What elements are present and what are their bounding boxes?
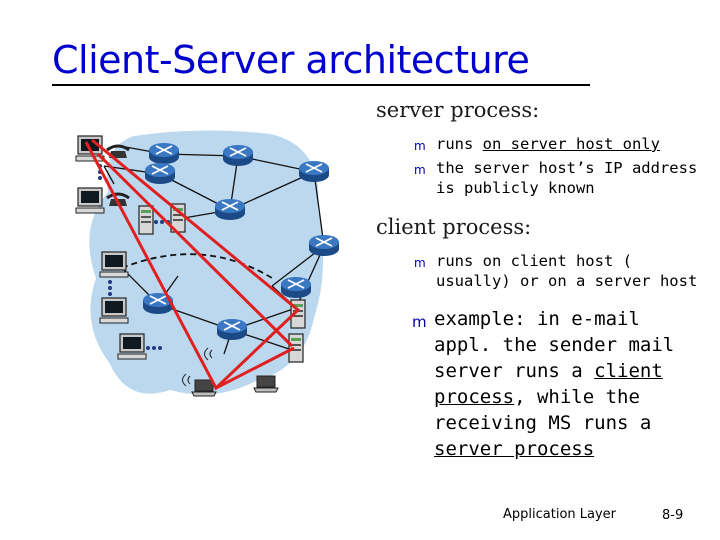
bullet-icon: m — [414, 139, 426, 153]
network-diagram — [75, 130, 340, 397]
desktop-computer-icon — [99, 251, 129, 278]
client-process-heading: client process: — [376, 215, 532, 239]
client-process-bullets: m runs on client host ( usually) or on a … — [410, 251, 700, 295]
bullet-icon: m — [412, 313, 427, 331]
horizontal-dots-icon — [146, 346, 162, 350]
router-icon — [144, 162, 176, 185]
page-number: 8-9 — [662, 508, 684, 523]
router-icon — [148, 142, 180, 165]
router-icon — [214, 198, 246, 221]
client-server-connections — [84, 138, 301, 391]
router-icon — [216, 318, 248, 341]
footer-label: Application Layer — [503, 507, 617, 522]
underlined-text: on server host only — [482, 135, 660, 153]
bullet-text: runs on client host ( usually) or on a s… — [436, 252, 698, 290]
desktop-computer-icon — [75, 187, 105, 214]
router-icon — [280, 276, 312, 299]
slide-title: Client-Server architecture — [52, 38, 530, 82]
server-process-heading: server process: — [376, 98, 540, 122]
bullet-icon: m — [414, 256, 426, 270]
router-icon — [308, 234, 340, 257]
bullet-item: m the server host’s IP address is publicl… — [410, 158, 700, 198]
bullet-text: , while the receiving MS runs a — [434, 386, 652, 434]
bullet-text: runs — [436, 135, 483, 153]
bullet-item: m example: in e-mail appl. the sender mai… — [408, 306, 698, 462]
vertical-dots-icon — [108, 280, 112, 296]
router-icon — [298, 160, 330, 183]
example-bullets: m example: in e-mail appl. the sender mai… — [408, 306, 698, 466]
desktop-computer-icon — [99, 297, 129, 324]
server-tower-icon — [138, 205, 154, 235]
underlined-text: server process — [434, 438, 595, 460]
wireless-signal-icon — [182, 347, 213, 387]
title-underline — [52, 84, 590, 86]
bullet-item: m runs on client host ( usually) or on a … — [410, 251, 700, 291]
bullet-icon: m — [414, 163, 426, 177]
bullet-text: example: in e-mail appl. the sender mail… — [434, 308, 675, 382]
underlined-text: client process — [434, 360, 663, 408]
router-icon — [222, 144, 254, 167]
laptop-icon — [253, 375, 279, 393]
desktop-computer-icon — [117, 333, 147, 360]
bullet-text: the server host’s IP address is publicly… — [436, 159, 698, 197]
